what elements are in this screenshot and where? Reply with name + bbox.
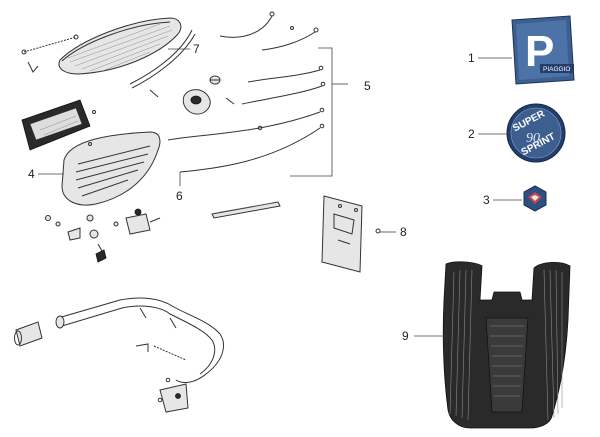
callout-1-group: 1 — [468, 51, 512, 65]
callout-3: 3 — [483, 193, 490, 207]
small-clip — [27, 61, 39, 73]
piaggio-hex-emblem — [523, 185, 547, 212]
fasteners-set — [45, 208, 161, 263]
rack-end-cap — [14, 321, 43, 347]
rail-strips — [167, 65, 326, 173]
rear-rack — [55, 297, 224, 383]
top-trim-strips — [219, 11, 319, 51]
callout-8: 8 — [400, 225, 407, 239]
screw — [149, 89, 159, 98]
callout-4-group: 4 — [28, 167, 64, 181]
piaggio-logo-badge: P PIAGGIO — [511, 15, 575, 85]
name-plate — [21, 99, 96, 151]
callout-4: 4 — [28, 167, 35, 181]
callout-5-group: 5 — [290, 47, 371, 177]
lock-barrel — [182, 89, 235, 115]
callout-9: 9 — [402, 329, 409, 343]
callout-5: 5 — [364, 79, 371, 93]
floor-mat — [442, 261, 571, 429]
super-sprint-number: 90 — [526, 131, 540, 146]
license-plate-bracket — [321, 195, 381, 273]
callout-9-group: 9 — [402, 329, 446, 343]
grommet — [209, 75, 221, 85]
callout-6: 6 — [176, 189, 183, 203]
callout-2: 2 — [468, 127, 475, 141]
rack-bracket — [157, 377, 189, 413]
grille-cover — [61, 131, 161, 206]
super-sprint-badge: SUPER SPRINT 90 — [506, 103, 566, 163]
callout-7: 7 — [193, 42, 200, 56]
callout-8-group: 8 — [380, 225, 407, 239]
callout-6-group: 6 — [176, 172, 183, 203]
callout-3-group: 3 — [483, 193, 522, 207]
seat-spring — [21, 34, 79, 55]
callout-7-group: 7 — [168, 42, 200, 56]
seat-pan — [58, 17, 182, 75]
callout-1: 1 — [468, 51, 475, 65]
chrome-strip — [211, 201, 281, 219]
callout-2-group: 2 — [468, 127, 507, 141]
seat-trim-strip — [129, 29, 196, 89]
piaggio-logo-word: PIAGGIO — [543, 66, 570, 73]
